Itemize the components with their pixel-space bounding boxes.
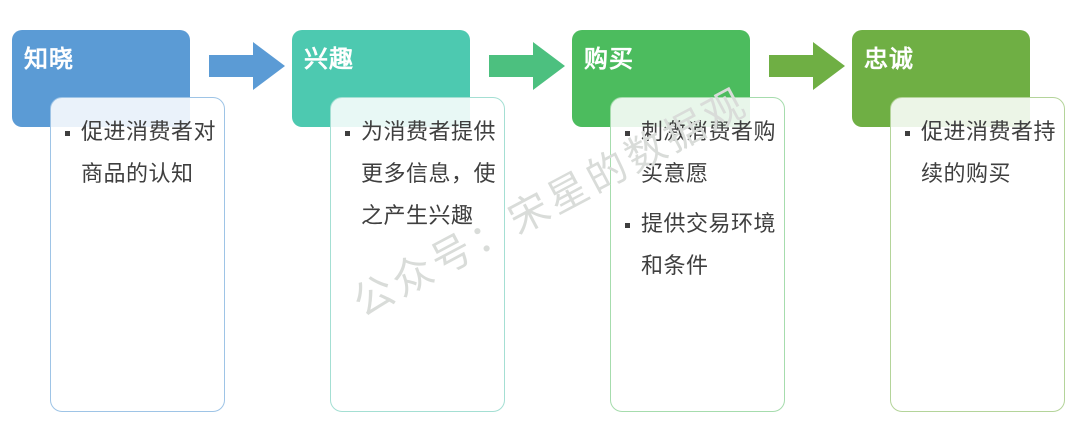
arrow-interest-to-purchase	[489, 41, 565, 91]
flow-step-loyalty: 忠诚 促进消费者持续的购买	[840, 0, 1080, 443]
step-card-interest: 为消费者提供更多信息，使之产生兴趣	[330, 97, 505, 412]
bullet-item: 促进消费者持续的购买	[899, 112, 1058, 196]
step-bullet-list-purchase: 刺激消费者购买意愿提供交易环境和条件	[619, 112, 778, 296]
step-card-purchase: 刺激消费者购买意愿提供交易环境和条件	[610, 97, 785, 412]
flow-step-interest: 兴趣 为消费者提供更多信息，使之产生兴趣	[280, 0, 540, 443]
step-title-purchase: 购买	[584, 46, 634, 73]
step-bullet-list-awareness: 促进消费者对商品的认知	[59, 112, 218, 204]
arrow-awareness-to-interest	[209, 41, 285, 91]
step-bullet-list-loyalty: 促进消费者持续的购买	[899, 112, 1058, 204]
step-card-awareness: 促进消费者对商品的认知	[50, 97, 225, 412]
bullet-item: 刺激消费者购买意愿	[619, 112, 778, 196]
bullet-item: 提供交易环境和条件	[619, 204, 778, 288]
step-title-awareness: 知晓	[24, 46, 74, 73]
bullet-item: 为消费者提供更多信息，使之产生兴趣	[339, 112, 498, 238]
step-bullet-list-interest: 为消费者提供更多信息，使之产生兴趣	[339, 112, 498, 246]
flow-step-purchase: 购买 刺激消费者购买意愿提供交易环境和条件	[560, 0, 820, 443]
step-card-loyalty: 促进消费者持续的购买	[890, 97, 1065, 412]
arrow-purchase-to-loyalty	[769, 41, 845, 91]
step-title-interest: 兴趣	[304, 46, 354, 73]
step-title-loyalty: 忠诚	[864, 46, 914, 73]
bullet-item: 促进消费者对商品的认知	[59, 112, 218, 196]
